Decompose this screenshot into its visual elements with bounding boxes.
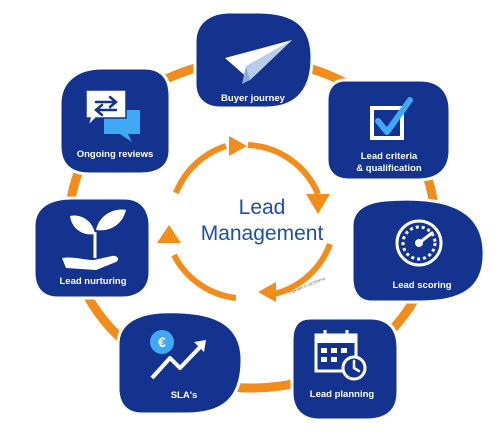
- cycle-arrowheads: [157, 136, 330, 302]
- node-label-slas: SLA's: [171, 390, 198, 401]
- node-ongoing-reviews[interactable]: Ongoing reviews: [58, 66, 172, 176]
- euro-growth-icon: €: [150, 330, 206, 380]
- paper-plane-icon: [225, 40, 292, 84]
- node-label-ongoing-reviews: Ongoing reviews: [77, 149, 154, 160]
- hand-plant-icon: [62, 209, 126, 270]
- svg-text:€: €: [158, 334, 166, 350]
- node-lead-planning[interactable]: Lead planning: [290, 316, 400, 422]
- calendar-clock-icon: [314, 330, 367, 381]
- center-title-line2: Management: [201, 222, 324, 245]
- node-lead-scoring[interactable]: Lead scoring: [350, 197, 486, 304]
- review-bubbles-icon: [85, 89, 140, 142]
- node-lead-criteria[interactable]: Lead criteria & qualification: [325, 78, 452, 182]
- node-label-lead-criteria-line2: & qualification: [356, 163, 422, 174]
- center-title-line1: Lead: [239, 196, 286, 219]
- node-lead-nurturing[interactable]: Lead nurturing: [32, 196, 152, 300]
- node-label-buyer-journey: Buyer journey: [221, 93, 286, 104]
- node-slas[interactable]: € SLA's: [116, 310, 244, 416]
- cycle-arrows: [171, 142, 333, 301]
- checkbox-icon: [370, 97, 413, 140]
- node-label-lead-nurturing: Lead nurturing: [59, 276, 126, 287]
- speedometer-icon: [395, 219, 443, 267]
- node-label-lead-scoring: Lead scoring: [392, 280, 451, 291]
- node-label-lead-planning: Lead planning: [310, 389, 375, 400]
- node-label-lead-criteria: Lead criteria: [361, 151, 418, 162]
- node-buyer-journey[interactable]: Buyer journey: [193, 10, 314, 110]
